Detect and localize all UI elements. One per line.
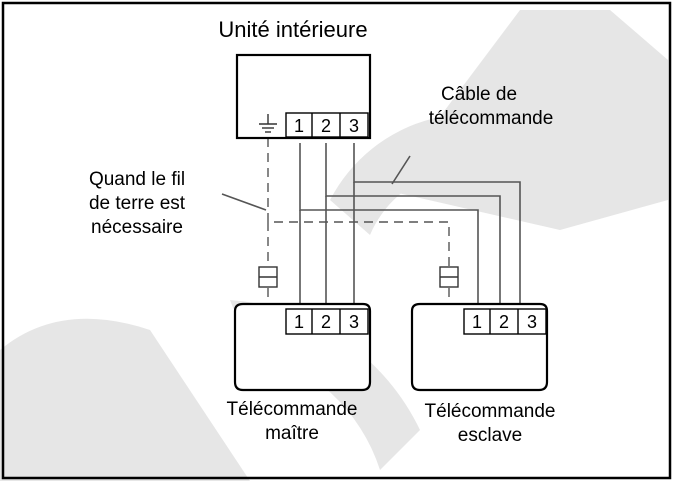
master-terminal-3: 3: [349, 312, 359, 332]
master-terminal-block: [285, 308, 369, 335]
wire-terminal-1: [299, 143, 479, 312]
ground-note-line3: nécessaire: [91, 217, 183, 238]
wire-terminal-3: [353, 143, 521, 312]
slave-remote-label-line2: esclave: [458, 425, 522, 446]
ground-note-leader: [221, 193, 267, 211]
cable-label-line1: Câble de: [441, 84, 517, 105]
slave-remote: 1 2 3: [410, 302, 549, 392]
watermark-shape-top: [385, 10, 668, 230]
ground-terminal-icon: [439, 266, 459, 288]
indoor-terminal-3: 3: [349, 116, 359, 136]
slave-terminal-3: 3: [527, 312, 537, 332]
earth-ground-icon: [259, 114, 277, 133]
master-remote-label-line2: maître: [265, 423, 319, 444]
ground-wire: [267, 138, 450, 304]
indoor-unit-title: Unité intérieure: [218, 17, 367, 42]
indoor-terminal-block: [285, 112, 369, 138]
master-terminal-2: 2: [321, 312, 331, 332]
watermark-arc: [330, 113, 560, 235]
watermark-shape-bottom: [0, 318, 250, 481]
indoor-terminal-2: 2: [321, 116, 331, 136]
ground-wire-path: [267, 138, 450, 266]
wire-terminal-2: [325, 143, 501, 312]
slave-remote-label-line1: Télécommande: [425, 401, 556, 422]
ground-terminal-icon: [258, 266, 278, 288]
ground-note-line2: de terre est: [89, 193, 186, 214]
master-terminal-1: 1: [294, 312, 304, 332]
slave-terminal-block: [463, 308, 547, 335]
master-remote: 1 2 3: [233, 302, 372, 392]
slave-terminal-2: 2: [499, 312, 509, 332]
indoor-unit: 1 2 3: [235, 53, 372, 140]
remote-cable-wires: [299, 143, 521, 312]
indoor-terminal-1: 1: [294, 116, 304, 136]
master-remote-label-line1: Télécommande: [227, 399, 358, 420]
cable-label-line2: télécommande: [429, 108, 554, 129]
slave-terminal-1: 1: [472, 312, 482, 332]
cable-label-leader: [391, 155, 411, 185]
ground-note-line1: Quand le fil: [89, 169, 185, 190]
